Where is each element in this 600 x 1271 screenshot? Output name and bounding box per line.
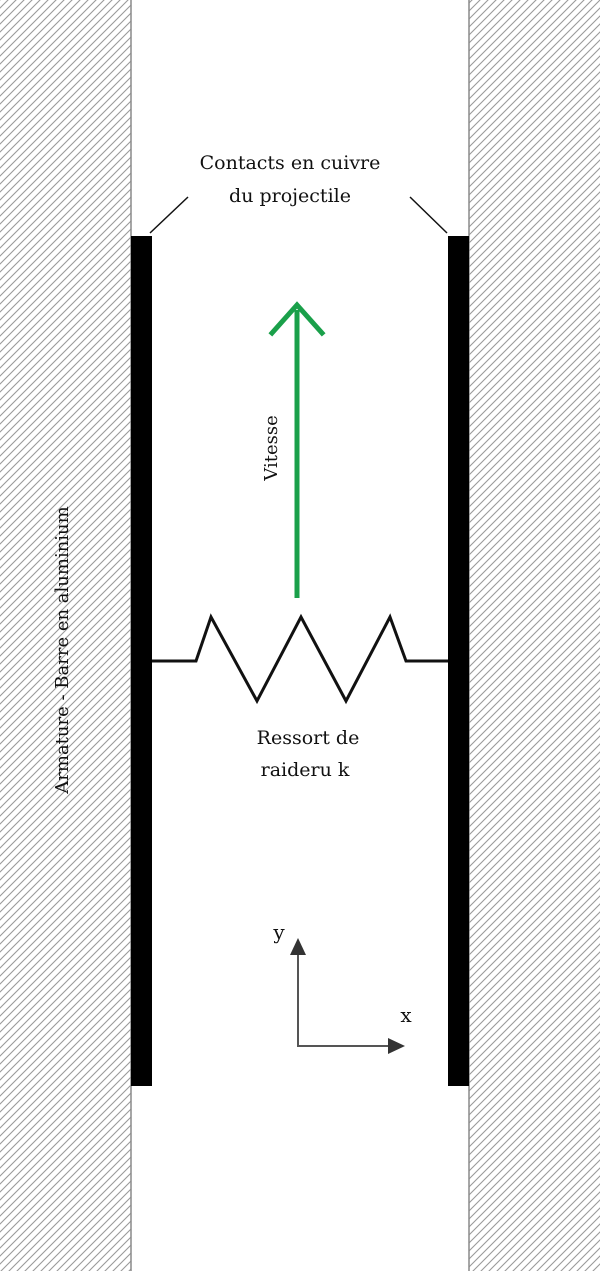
left-rail bbox=[0, 0, 132, 1271]
armature-label: Armature - Barre en aluminium bbox=[52, 506, 73, 794]
right-copper-contact bbox=[448, 236, 469, 1086]
spring-label-line2: raideru k bbox=[261, 759, 350, 781]
right-rail bbox=[468, 0, 600, 1271]
spring bbox=[152, 613, 448, 705]
left-copper-contact bbox=[131, 236, 152, 1086]
spring-label-line1: Ressort de bbox=[257, 727, 360, 749]
axis-y-label: y bbox=[272, 920, 285, 944]
contacts-leader-right bbox=[409, 196, 448, 234]
contacts-leader-left bbox=[149, 196, 189, 234]
contacts-label-line2: du projectile bbox=[229, 185, 351, 207]
velocity-label: Vitesse bbox=[261, 415, 282, 481]
axis-x-label: x bbox=[400, 1003, 412, 1027]
velocity-arrow bbox=[268, 301, 326, 598]
contacts-label-line1: Contacts en cuivre bbox=[200, 152, 381, 174]
coordinate-axes bbox=[290, 938, 405, 1054]
